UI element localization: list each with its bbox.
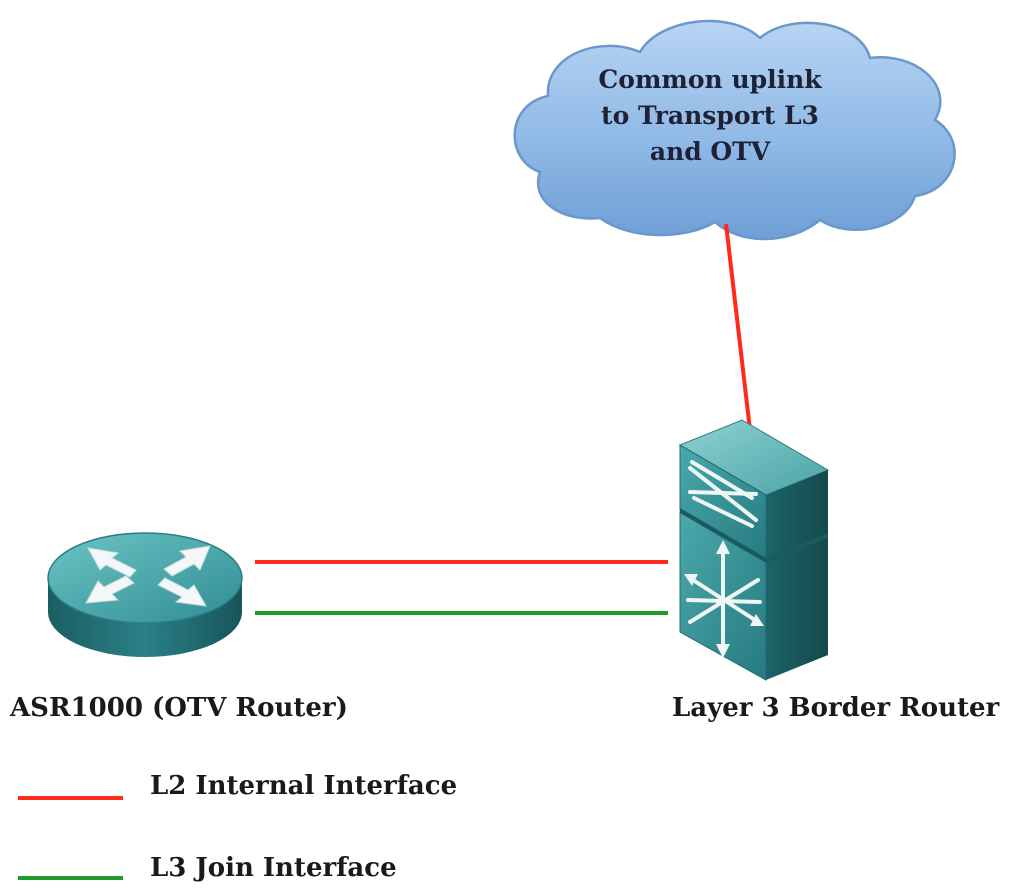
otv-router-label: ASR1000 (OTV Router) [10, 693, 348, 723]
cloud-label-line-1: Common uplink [598, 65, 822, 94]
cloud-label: Common uplink to Transport L3 and OTV [560, 62, 860, 170]
cloud-label-line-3: and OTV [649, 137, 771, 166]
router-icon [47, 532, 243, 657]
uplink-line [724, 223, 752, 431]
legend-l3-label: L3 Join Interface [150, 853, 397, 883]
border-router-label: Layer 3 Border Router [672, 693, 1000, 723]
legend-l2-label: L2 Internal Interface [150, 771, 458, 801]
multilayer-switch-icon [678, 419, 830, 681]
cloud-label-line-2: to Transport L3 [601, 101, 819, 130]
cloud-icon [513, 19, 956, 241]
